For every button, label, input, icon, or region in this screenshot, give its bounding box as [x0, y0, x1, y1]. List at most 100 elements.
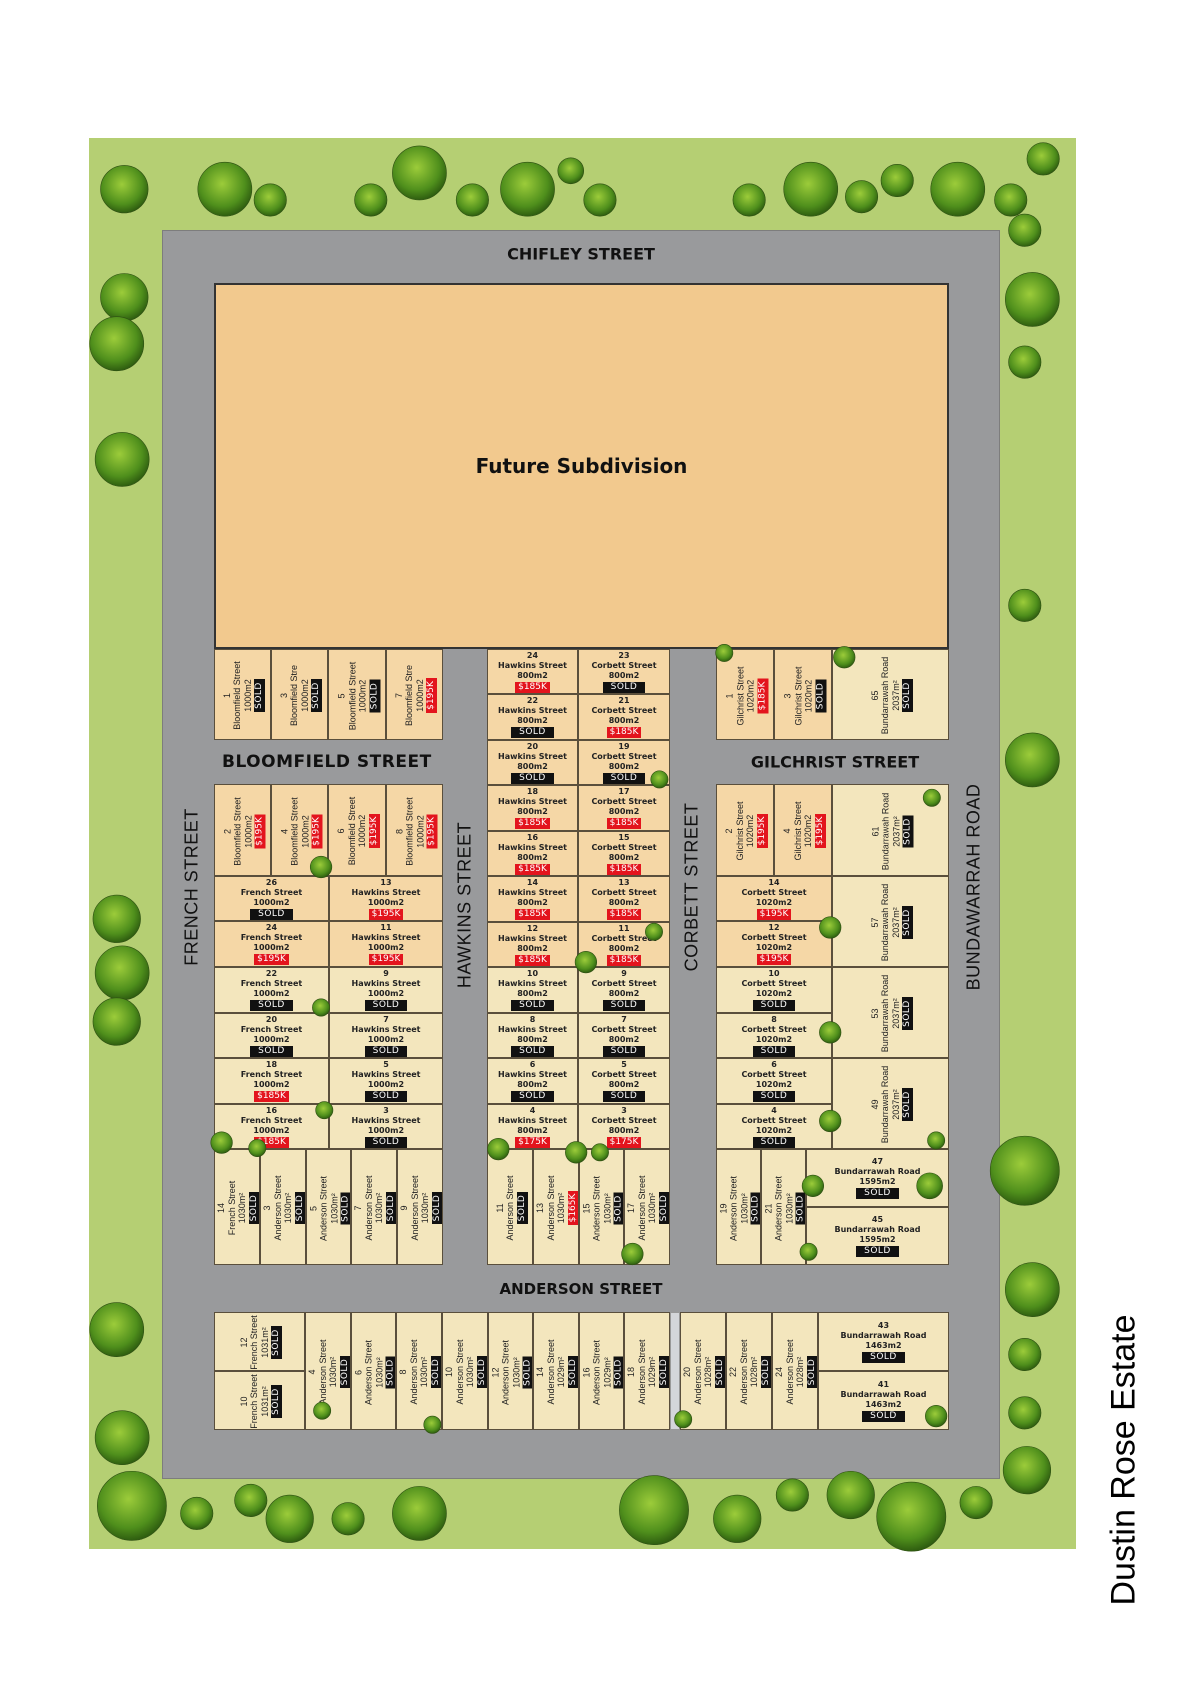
lot-street: Bloomfield Street: [232, 796, 243, 866]
lot-street: Bloomfield Street: [232, 661, 243, 730]
sold-badge: SOLD: [750, 1191, 760, 1225]
lot-area: 800m2: [608, 1125, 640, 1135]
price-badge: $195K: [426, 813, 438, 849]
future-subdivision-area[interactable]: Future Subdivision: [214, 283, 949, 649]
lot-street: Corbett Street: [591, 842, 657, 852]
lot-street: Hawkins Street: [498, 751, 567, 761]
sold-badge: SOLD: [364, 1091, 408, 1102]
lot-street: French Street: [249, 1374, 260, 1429]
price-badge: $195K: [426, 678, 438, 713]
lot-number: 6: [352, 1369, 363, 1375]
lot-area: 1030m²: [556, 1192, 567, 1224]
lot-number: 5: [336, 693, 347, 699]
